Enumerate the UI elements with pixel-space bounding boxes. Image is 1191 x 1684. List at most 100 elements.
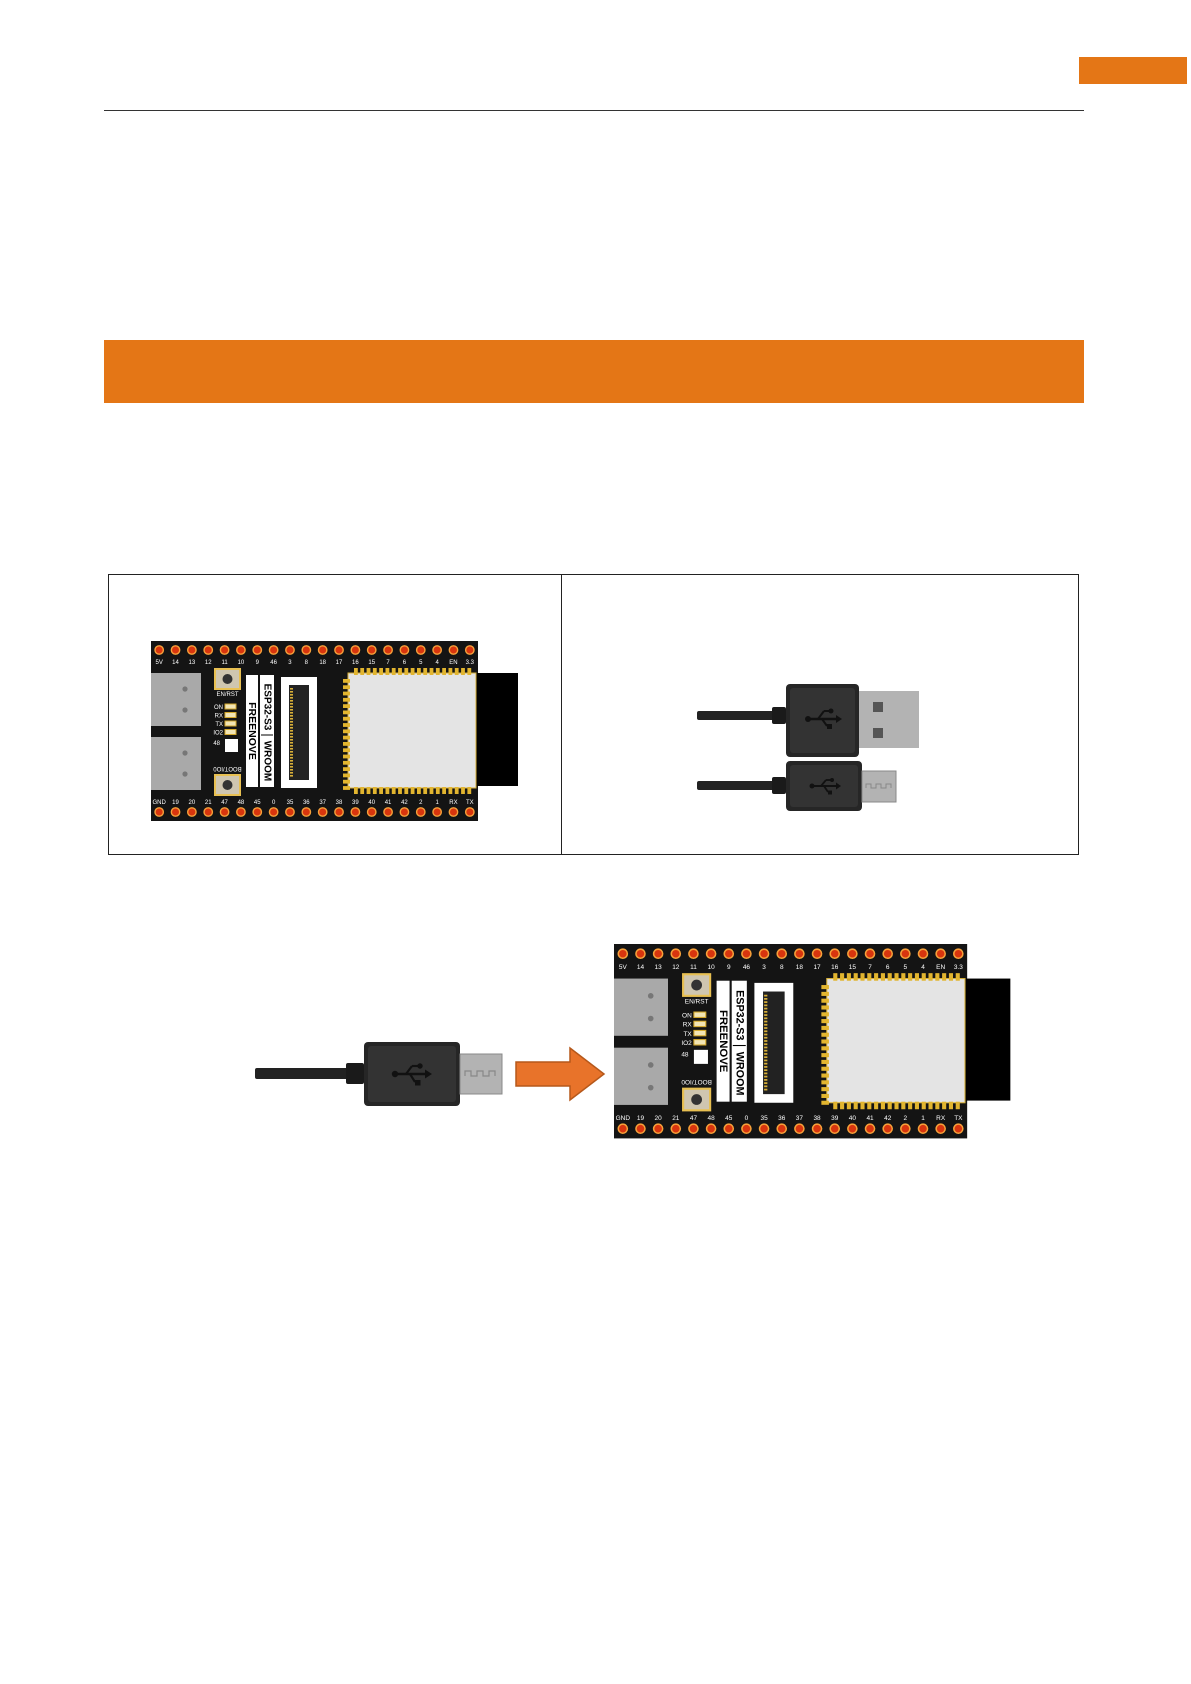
- module-pad: [461, 668, 465, 675]
- fpc-slot: [763, 991, 785, 1095]
- module-pad: [343, 735, 350, 740]
- pin-hole: [236, 807, 246, 817]
- module-pad: [867, 973, 872, 981]
- brand-label: FREENOVE: [246, 702, 258, 760]
- pin-hole: [154, 807, 165, 817]
- usb-c-dot: [182, 771, 188, 777]
- boot-button-knob: [222, 780, 233, 790]
- module-pad: [908, 1101, 913, 1110]
- pin-hole: [268, 807, 279, 817]
- fpc-contact: [290, 757, 293, 759]
- module-pad: [343, 729, 350, 734]
- pin-hole: [635, 948, 646, 960]
- fpc-contact: [764, 994, 768, 997]
- usb-a-cable: [697, 684, 919, 757]
- module-pad: [880, 973, 885, 981]
- module-pad: [398, 787, 402, 794]
- pin-hole: [252, 645, 263, 655]
- boot-button-label: BOOT/IO0: [681, 1078, 712, 1085]
- module-pad: [894, 973, 899, 981]
- arrow-right-icon: [515, 1046, 606, 1102]
- module-pad: [942, 973, 947, 981]
- module-pad: [366, 668, 371, 675]
- module-pad: [821, 1073, 829, 1078]
- module-pad: [840, 1101, 845, 1110]
- module-pad: [354, 668, 358, 675]
- antenna: [474, 673, 518, 786]
- module-pad: [833, 1101, 838, 1110]
- io48-label: 48: [681, 1051, 689, 1058]
- fpc-contact: [764, 1030, 768, 1033]
- module-pad: [398, 668, 402, 675]
- pin-label-top: 18: [796, 964, 804, 971]
- module-sub-label: WROOM: [733, 1052, 745, 1096]
- pin-label-bottom: RX: [936, 1115, 946, 1122]
- module-pad: [354, 787, 358, 794]
- module-pad: [429, 668, 434, 675]
- module-pad: [867, 1101, 872, 1110]
- pin-hole: [900, 948, 911, 960]
- module-pad: [853, 1101, 858, 1110]
- module-pad: [343, 710, 350, 715]
- pin-hole: [882, 1123, 893, 1134]
- pin-label-bottom: 39: [831, 1115, 839, 1122]
- fpc-contact: [764, 1007, 768, 1010]
- pin-label-top: 10: [238, 660, 245, 666]
- antenna: [962, 978, 1011, 1101]
- led-label: TX: [683, 1031, 692, 1038]
- pin-label-top: 46: [270, 660, 277, 666]
- led-label: IO2: [213, 731, 223, 737]
- fpc-contact: [290, 706, 293, 708]
- boot-button-label: BOOT/IO0: [213, 765, 242, 771]
- pin-hole: [635, 1123, 646, 1134]
- pin-hole: [301, 807, 312, 817]
- module-pad: [343, 691, 350, 696]
- fpc-contact: [290, 715, 293, 717]
- fpc-contact: [764, 1010, 768, 1013]
- fpc-contact: [290, 769, 293, 771]
- module-pad: [366, 787, 371, 794]
- page-header-tab: [1079, 57, 1187, 84]
- pin-hole: [917, 1123, 929, 1134]
- pin-hole: [186, 645, 197, 655]
- boot-button-knob: [691, 1094, 703, 1105]
- fpc-contact: [764, 1085, 768, 1088]
- pin-label-top: 13: [189, 660, 196, 666]
- pin-label-top: 3.3: [954, 964, 963, 971]
- wroom-module: [347, 672, 477, 789]
- fpc-contact: [764, 1053, 768, 1055]
- usb-c-port-bottom: [614, 1047, 668, 1105]
- module-pad: [372, 668, 377, 675]
- fpc-contact: [290, 745, 293, 747]
- pin-hole: [432, 645, 443, 655]
- pin-label-top: 11: [690, 964, 697, 971]
- module-pad: [343, 679, 350, 683]
- module-pad: [840, 973, 845, 981]
- fpc-contact: [764, 1082, 768, 1084]
- pin-label-top: 12: [672, 964, 680, 971]
- fpc-contact: [764, 1088, 768, 1091]
- fpc-contact: [764, 1066, 768, 1068]
- fpc-contact: [764, 1062, 768, 1065]
- pin-label-bottom: 36: [303, 800, 310, 806]
- module-pad: [448, 787, 453, 794]
- pin-label-bottom: 19: [172, 800, 179, 806]
- pin-hole: [935, 1123, 946, 1134]
- module-pad: [935, 1101, 940, 1110]
- fpc-contact: [764, 1056, 768, 1059]
- pin-hole: [882, 948, 893, 960]
- fpc-contact: [290, 736, 293, 738]
- pin-label-top: 5V: [156, 660, 163, 666]
- pin-label-top: 4: [435, 660, 439, 666]
- fpc-contact: [764, 1075, 768, 1078]
- fpc-contact: [764, 1027, 768, 1029]
- pin-label-top: 3.3: [466, 660, 475, 666]
- module-pad: [921, 973, 926, 981]
- module-label: ESP32-S3: [733, 990, 745, 1040]
- pin-label-top: EN: [936, 964, 945, 971]
- pin-label-top: 14: [172, 660, 179, 666]
- pin-label-top: 7: [868, 964, 872, 971]
- module-pad: [821, 1032, 829, 1037]
- usb-c-dot: [647, 1084, 654, 1091]
